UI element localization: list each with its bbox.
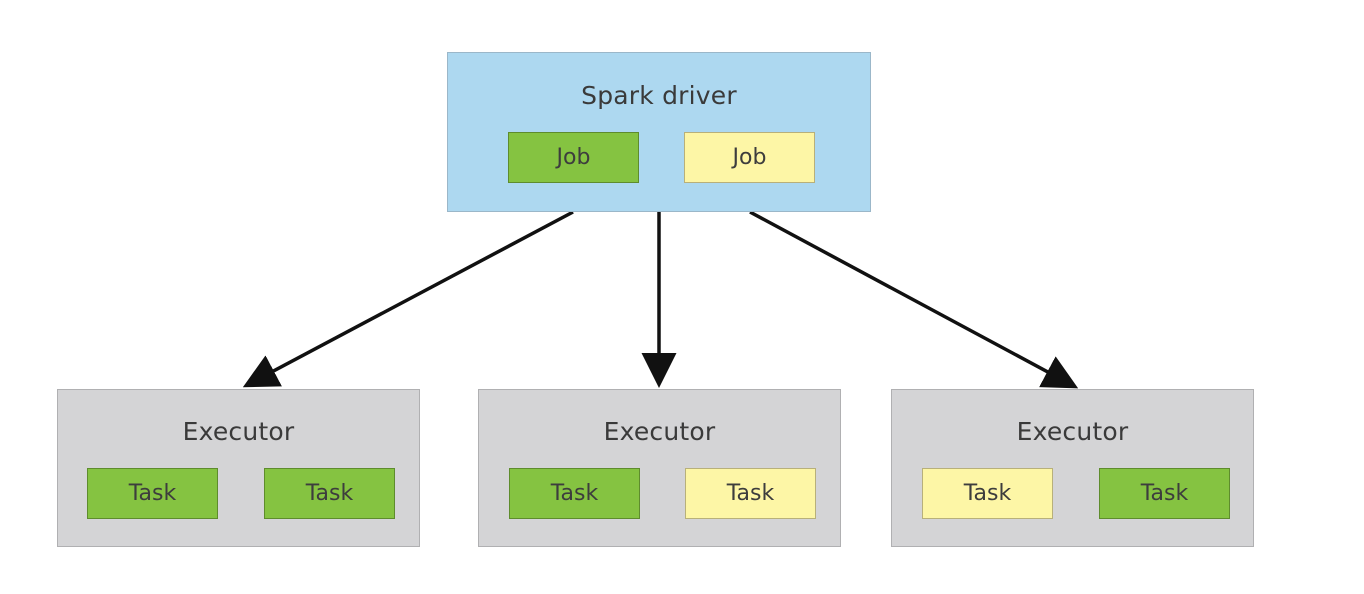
executor-1-title: Executor (182, 417, 295, 446)
arrow-to-executor-1 (242, 210, 574, 388)
executor-box-3: Executor Task Task (891, 389, 1254, 547)
driver-job-1: Job (508, 132, 639, 183)
executor-3-task-1: Task (922, 468, 1053, 519)
executor-box-2: Executor Task Task (478, 389, 841, 547)
executor-3-title: Executor (1016, 417, 1129, 446)
executor-1-task-2: Task (264, 468, 395, 519)
executor-3-task-2: Task (1099, 468, 1230, 519)
executor-2-title: Executor (603, 417, 716, 446)
arrow-to-executor-3 (749, 210, 1079, 389)
executor-2-task-1: Task (509, 468, 640, 519)
spark-driver-title: Spark driver (581, 81, 737, 110)
spark-driver-box: Spark driver Job Job (447, 52, 871, 212)
driver-job-2: Job (684, 132, 815, 183)
executor-2-task-2: Task (685, 468, 816, 519)
executor-box-1: Executor Task Task (57, 389, 420, 547)
executor-1-task-1: Task (87, 468, 218, 519)
